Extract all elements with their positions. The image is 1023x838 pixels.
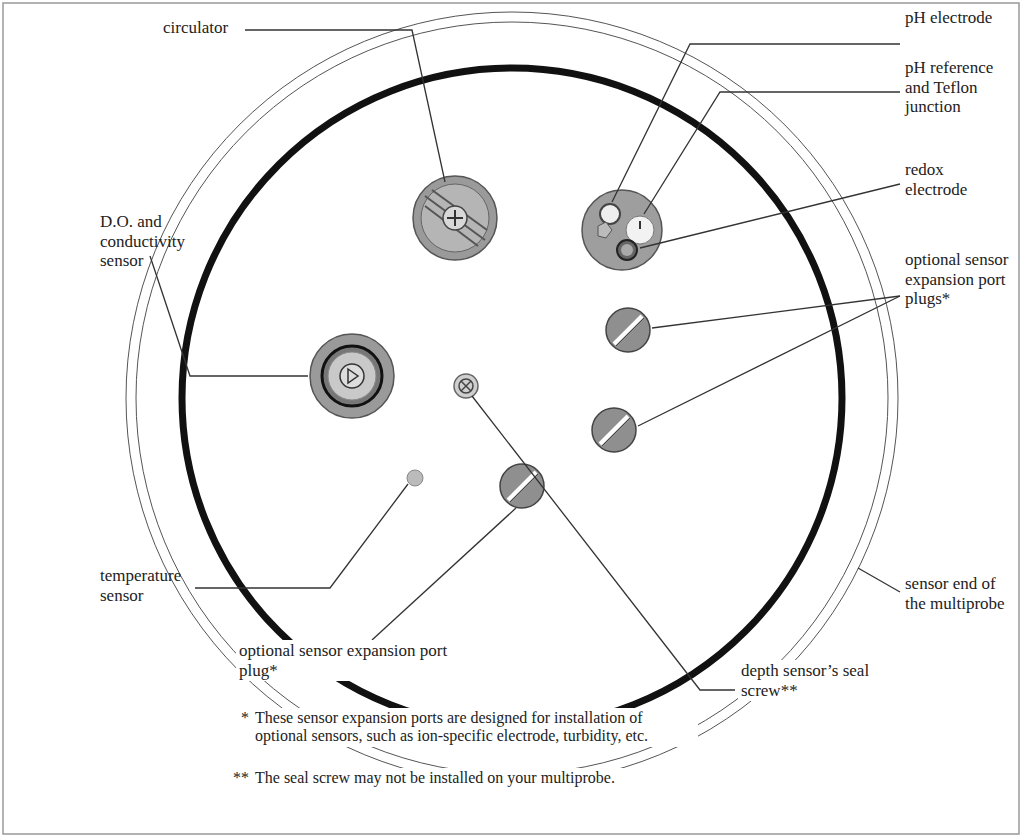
footnote-text: The seal screw may not be installed on y… [252, 768, 698, 788]
part-label: depth sensor’s seal screw** [738, 660, 894, 701]
leader-lines [150, 30, 900, 690]
temperature-sensor [407, 470, 423, 486]
part-label: redox electrode [905, 160, 1005, 199]
part-label: optional sensor expansion port plug* [236, 640, 462, 681]
sensor-guard-ring [182, 68, 842, 728]
frame [3, 3, 1019, 834]
part-label: temperature sensor [100, 566, 200, 605]
outer-ring [126, 12, 898, 784]
port-plug [500, 464, 544, 508]
part-label: D.O. and conductivity sensor [100, 212, 218, 271]
part-label: circulator [163, 18, 253, 38]
part-label: optional sensor expansion port plugs* [905, 250, 1017, 309]
part-label: sensor end of the multiprobe [905, 574, 1015, 613]
ph-redox-cluster [582, 190, 662, 270]
depth-seal-screw [454, 374, 478, 398]
circulator [413, 176, 497, 260]
footnote-text: These sensor expansion ports are designe… [252, 708, 698, 747]
port-plug [592, 408, 636, 452]
part-label: pH electrode [905, 8, 1005, 28]
footnote-mark: ** [222, 768, 252, 788]
port-plug [606, 308, 650, 352]
footnote-mark: * [222, 708, 252, 728]
do-conductivity-sensor [310, 334, 394, 418]
part-label: pH reference and Teflon junction [905, 58, 1017, 117]
